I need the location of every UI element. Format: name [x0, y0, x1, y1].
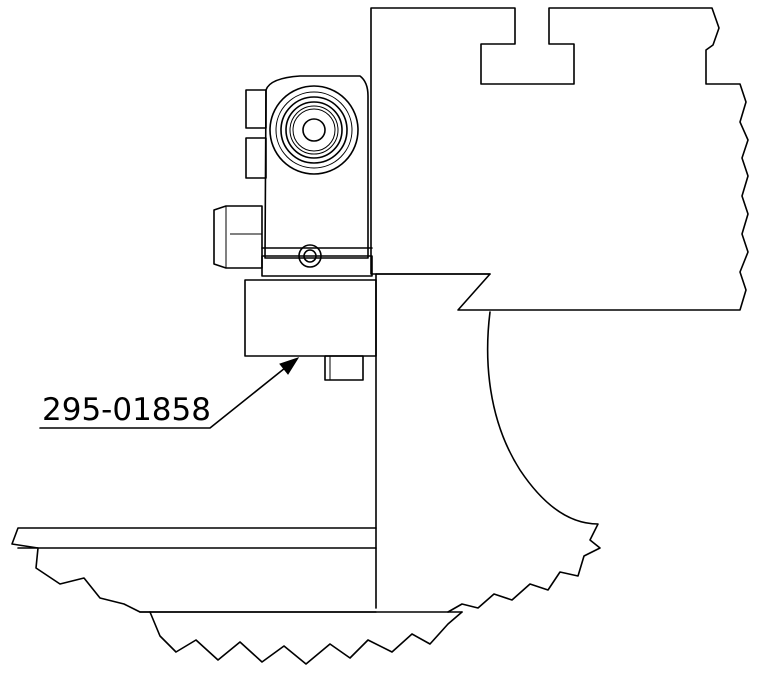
set-screw — [298, 244, 322, 268]
vertical-support — [375, 273, 491, 609]
hatched-section-body — [370, 7, 749, 311]
clamp-upper-body — [213, 75, 373, 277]
lower-table — [11, 527, 463, 665]
base-block — [244, 279, 377, 381]
pivot-bearing — [269, 85, 359, 175]
arrowhead-icon — [279, 357, 300, 375]
callout-leader — [39, 357, 300, 429]
curved-flange — [447, 311, 601, 613]
part-number-label: 295-01858 — [42, 392, 211, 428]
